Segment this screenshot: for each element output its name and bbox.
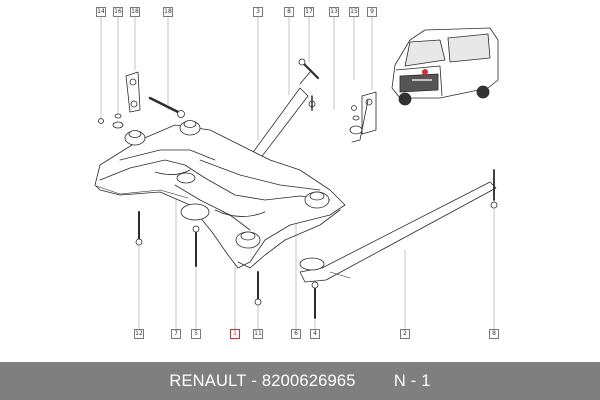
callout-2: 2 [400, 329, 410, 339]
callout-1-highlighted: 1 [230, 329, 240, 339]
callout-8-top: 8 [284, 7, 294, 17]
brand-name: RENAULT [169, 371, 247, 390]
callout-18: 18 [130, 7, 140, 17]
callout-7: 7 [171, 329, 181, 339]
subframe-illustration [94, 16, 499, 330]
callout-14: 14 [96, 7, 106, 17]
position-label: N - 1 [393, 371, 431, 390]
callout-8-bottom: 8 [489, 329, 499, 339]
callout-9: 9 [367, 7, 377, 17]
callout-3: 3 [253, 7, 263, 17]
callout-12: 12 [134, 329, 144, 339]
callout-4: 4 [310, 329, 320, 339]
callout-16: 16 [113, 7, 123, 17]
callout-6: 6 [291, 329, 301, 339]
van-icon [391, 27, 499, 106]
callout-18-bolt: 18 [163, 7, 173, 17]
part-info-bar: RENAULT - 8200626965 N - 1 [0, 362, 600, 400]
callout-5: 5 [191, 329, 201, 339]
part-number: 8200626965 [261, 371, 356, 390]
callout-15: 15 [349, 7, 359, 17]
callout-13: 13 [329, 7, 339, 17]
separator: - [246, 371, 262, 390]
callout-17: 17 [304, 7, 314, 17]
exploded-parts-diagram: 14 16 18 18 3 8 17 13 15 9 12 7 5 1 11 6… [94, 7, 499, 339]
callout-11: 11 [253, 329, 263, 339]
